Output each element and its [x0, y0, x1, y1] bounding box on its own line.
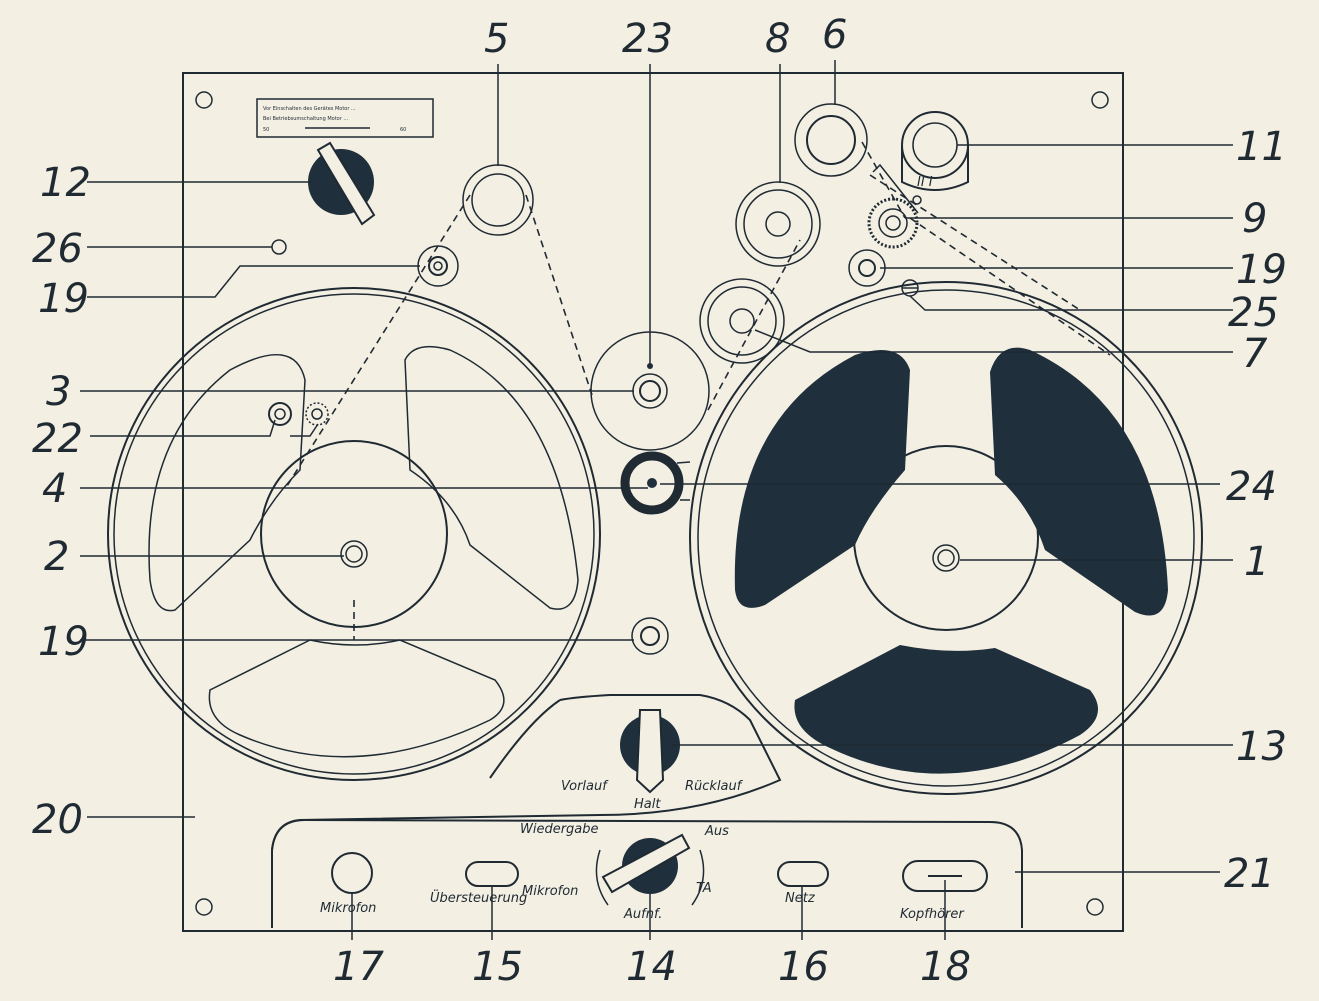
callout-17: 17 — [333, 944, 384, 990]
callout-leaders — [80, 60, 1233, 940]
take-up-reel — [689, 281, 1203, 795]
callout-6: 6 — [822, 12, 847, 58]
mains-voltage-knob[interactable] — [308, 141, 376, 226]
tape-counter: II I — [901, 111, 969, 191]
label-wiedergabe: Wiedergabe — [520, 822, 599, 837]
function-panel-edge — [489, 699, 561, 779]
mains-indicator — [777, 861, 829, 887]
callout-23: 23 — [622, 16, 673, 62]
transport-selector-knob[interactable] — [620, 709, 680, 794]
screw — [1086, 898, 1104, 916]
svg-text:60: 60 — [400, 127, 406, 133]
screw — [1091, 91, 1109, 109]
svg-text:50: 50 — [263, 127, 269, 133]
label-uebersteuerung: Übersteuerung — [430, 889, 527, 906]
callout-19-upper: 19 — [38, 276, 89, 322]
callout-4: 4 — [42, 466, 67, 512]
label-aufnahme: Aufnf. — [623, 907, 662, 922]
label-vorlauf: Vorlauf — [561, 779, 609, 794]
head-roller-8 — [735, 181, 821, 267]
overload-indicator — [465, 861, 519, 887]
callout-19-right: 19 — [1236, 247, 1287, 293]
callout-25: 25 — [1228, 290, 1279, 336]
callout-24: 24 — [1226, 464, 1277, 510]
supply-reel — [107, 287, 601, 781]
callout-3: 3 — [46, 369, 71, 415]
label-kopfhoerer: Kopfhörer — [900, 907, 965, 922]
callout-1: 1 — [1244, 539, 1269, 585]
tape-guide-right — [848, 249, 886, 287]
socket-strip — [271, 818, 1023, 928]
head-roller-7 — [699, 278, 785, 364]
guide-roller-5 — [462, 164, 534, 236]
callout-7: 7 — [1242, 331, 1268, 377]
label-mikrofon-input: Mikrofon — [320, 901, 376, 916]
mode-selector-knob[interactable] — [595, 833, 705, 906]
label-ruecklauf: Rücklauf — [685, 779, 744, 794]
callout-14: 14 — [626, 944, 677, 990]
pinch-roller — [620, 451, 691, 515]
tension-roller-6 — [794, 103, 868, 177]
tape-path — [525, 194, 593, 396]
tape-guide-pin — [417, 245, 459, 287]
callout-5: 5 — [484, 16, 509, 62]
label-ta: TA — [696, 881, 712, 896]
notice-plate: Vor Einschalten des Gerätes Motor ... Be… — [256, 98, 434, 138]
callout-19-lower: 19 — [38, 619, 89, 665]
svg-text:Vor Einschalten des Gerätes Mo: Vor Einschalten des Gerätes Motor ... — [263, 106, 356, 112]
tape-path — [909, 217, 1111, 356]
callout-20: 20 — [32, 797, 83, 843]
callout-21: 21 — [1224, 851, 1275, 897]
reel-lock-22 — [268, 402, 329, 426]
tape-guide-lower — [631, 617, 669, 655]
svg-text:Bei Betriebsumschaltung Motor: Bei Betriebsumschaltung Motor ... — [263, 116, 349, 122]
label-netz: Netz — [785, 891, 816, 906]
callout-8: 8 — [765, 16, 790, 62]
indicator-hole — [271, 239, 287, 255]
tape-path — [861, 141, 906, 219]
callout-15: 15 — [472, 944, 523, 990]
svg-text:II I: II I — [917, 175, 933, 190]
callout-numbers: 12 26 19 3 22 4 2 19 20 5 23 8 6 11 9 19… — [32, 12, 1287, 990]
label-aus: Aus — [704, 824, 729, 839]
microphone-socket[interactable] — [331, 852, 373, 894]
label-halt: Halt — [634, 797, 661, 812]
callout-18: 18 — [920, 944, 971, 990]
callout-2: 2 — [44, 534, 69, 580]
callout-9: 9 — [1242, 196, 1267, 242]
screw — [195, 91, 213, 109]
tape-path — [707, 239, 801, 411]
callout-13: 13 — [1236, 724, 1287, 770]
callout-12: 12 — [40, 160, 91, 206]
callout-16: 16 — [778, 944, 829, 990]
label-mikrofon-sel: Mikrofon — [522, 884, 578, 899]
callout-22: 22 — [32, 416, 83, 462]
counter-drive-gear — [867, 163, 922, 249]
tape-path — [869, 174, 1081, 311]
callout-11: 11 — [1236, 124, 1287, 170]
callout-26: 26 — [32, 226, 83, 272]
tape-path — [286, 194, 471, 487]
screw — [195, 898, 213, 916]
